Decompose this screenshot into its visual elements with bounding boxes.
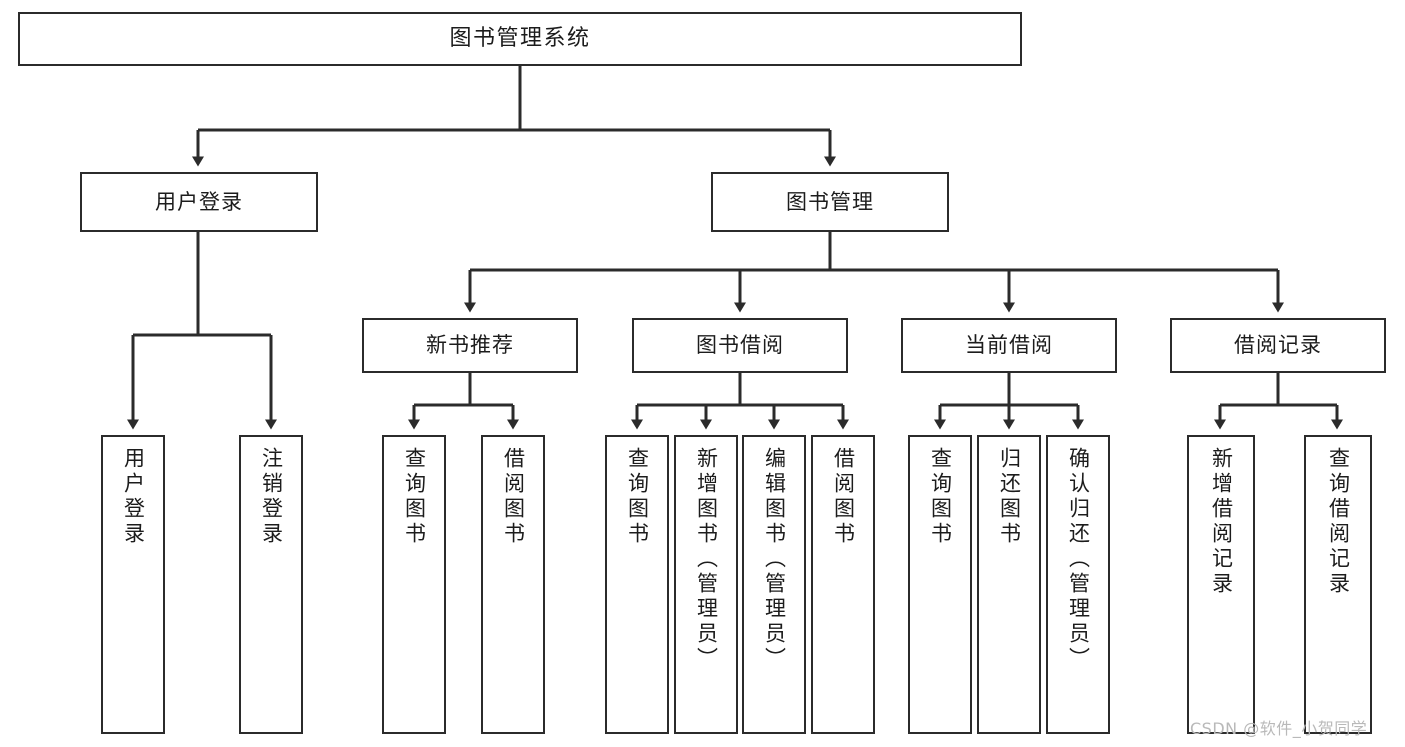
leaf-cb-query-book-label: 查询图书 <box>928 447 953 547</box>
leaf-cb-confirm-return-label: 确认归还（管理员） <box>1066 447 1091 672</box>
leaf-br-add-record[interactable]: 新增借阅记录 <box>1187 435 1255 734</box>
leaf-br-query-record-label: 查询借阅记录 <box>1326 447 1351 597</box>
leaf-bb-borrow-book-label: 借阅图书 <box>831 447 856 547</box>
leaf-bb-edit-book-label: 编辑图书（管理员） <box>762 447 787 672</box>
leaf-bb-borrow-book[interactable]: 借阅图书 <box>811 435 875 734</box>
node-user-login-label: 用户登录 <box>155 189 243 214</box>
leaf-br-add-record-label: 新增借阅记录 <box>1209 447 1234 597</box>
leaf-br-query-record[interactable]: 查询借阅记录 <box>1304 435 1372 734</box>
leaf-nb-query-book-label: 查询图书 <box>402 447 427 547</box>
leaf-cb-return-book[interactable]: 归还图书 <box>977 435 1041 734</box>
leaf-cb-confirm-return[interactable]: 确认归还（管理员） <box>1046 435 1110 734</box>
node-book-manage-label: 图书管理 <box>786 189 874 214</box>
leaf-logout[interactable]: 注销登录 <box>239 435 303 734</box>
node-current-borrow[interactable]: 当前借阅 <box>901 318 1117 373</box>
leaf-bb-add-book-label: 新增图书（管理员） <box>694 447 719 672</box>
node-new-book-recommend-label: 新书推荐 <box>426 333 514 358</box>
leaf-logout-label: 注销登录 <box>259 447 284 547</box>
leaf-bb-query-book-label: 查询图书 <box>625 447 650 547</box>
leaf-cb-return-book-label: 归还图书 <box>997 447 1022 547</box>
leaf-cb-query-book[interactable]: 查询图书 <box>908 435 972 734</box>
leaf-nb-borrow-book-label: 借阅图书 <box>501 447 526 547</box>
leaf-bb-query-book[interactable]: 查询图书 <box>605 435 669 734</box>
leaf-bb-add-book[interactable]: 新增图书（管理员） <box>674 435 738 734</box>
leaf-nb-borrow-book[interactable]: 借阅图书 <box>481 435 545 734</box>
node-borrow-record-label: 借阅记录 <box>1234 333 1322 358</box>
leaf-bb-edit-book[interactable]: 编辑图书（管理员） <box>742 435 806 734</box>
node-book-borrow-label: 图书借阅 <box>696 333 784 358</box>
node-root[interactable]: 图书管理系统 <box>18 12 1022 66</box>
leaf-user-login[interactable]: 用户登录 <box>101 435 165 734</box>
node-current-borrow-label: 当前借阅 <box>965 333 1053 358</box>
node-root-label: 图书管理系统 <box>449 26 591 52</box>
node-book-borrow[interactable]: 图书借阅 <box>632 318 848 373</box>
node-new-book-recommend[interactable]: 新书推荐 <box>362 318 578 373</box>
node-borrow-record[interactable]: 借阅记录 <box>1170 318 1386 373</box>
node-user-login[interactable]: 用户登录 <box>80 172 318 232</box>
watermark: CSDN @软件_小贺同学 <box>1190 719 1368 738</box>
leaf-user-login-label: 用户登录 <box>121 447 146 547</box>
node-book-manage[interactable]: 图书管理 <box>711 172 949 232</box>
leaf-nb-query-book[interactable]: 查询图书 <box>382 435 446 734</box>
